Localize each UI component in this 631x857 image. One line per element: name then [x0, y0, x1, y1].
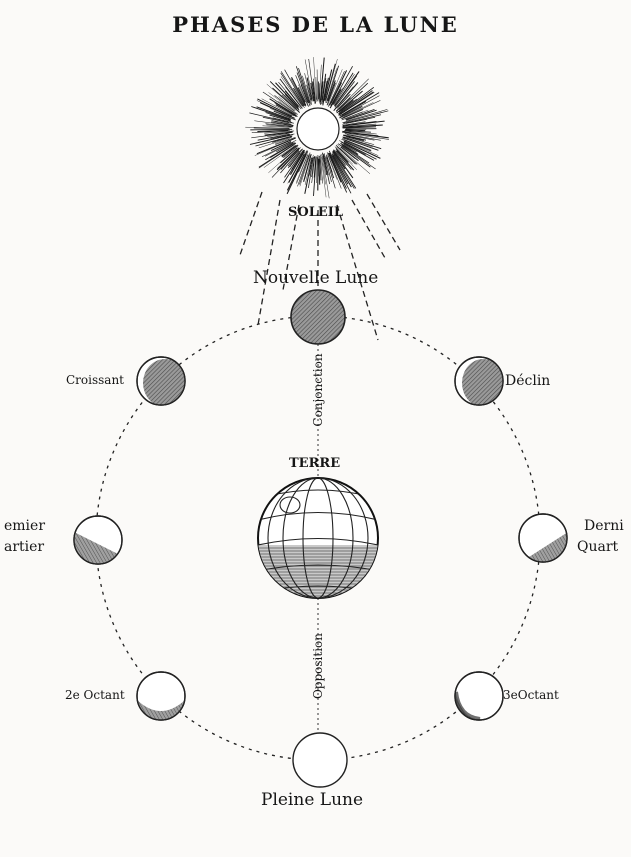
crescent-label: Croissant [66, 374, 124, 386]
first-quarter-moon-icon [70, 516, 130, 575]
sun-ray [250, 129, 292, 130]
second-octant-moon-icon [137, 672, 185, 722]
full-moon-label: Pleine Lune [261, 792, 363, 809]
new-moon-label: Nouvelle Lune [253, 270, 378, 287]
conjunction-label: Conjonction [312, 350, 324, 430]
sun-ray [342, 145, 376, 169]
new-moon-icon [291, 290, 345, 344]
full-moon-icon [293, 733, 347, 787]
diagram-title: PHASES DE LA LUNE [0, 14, 631, 35]
sun-ray [317, 70, 318, 102]
sun-disk [297, 108, 339, 150]
sun-label: SOLEIL [288, 206, 343, 219]
first-quarter-label-line2: artier [4, 540, 44, 554]
decline-moon-icon [455, 357, 504, 407]
opposition-label: Opposition [312, 626, 324, 706]
last-quarter-label-line1: Derni [584, 519, 624, 533]
earth-label: TERRE [289, 457, 340, 470]
sun-ray [316, 155, 317, 183]
first-quarter-label-line1: emier [4, 519, 45, 533]
last-quarter-label-line2: Quart [577, 540, 618, 554]
third-octant-moon-icon [455, 672, 503, 722]
third-octant-label: 3eOctant [503, 689, 559, 701]
last-quarter-moon-icon [515, 514, 571, 570]
decline-label: Déclin [505, 374, 550, 388]
earth-globe-icon [255, 478, 385, 605]
second-octant-label: 2e Octant [65, 689, 125, 701]
